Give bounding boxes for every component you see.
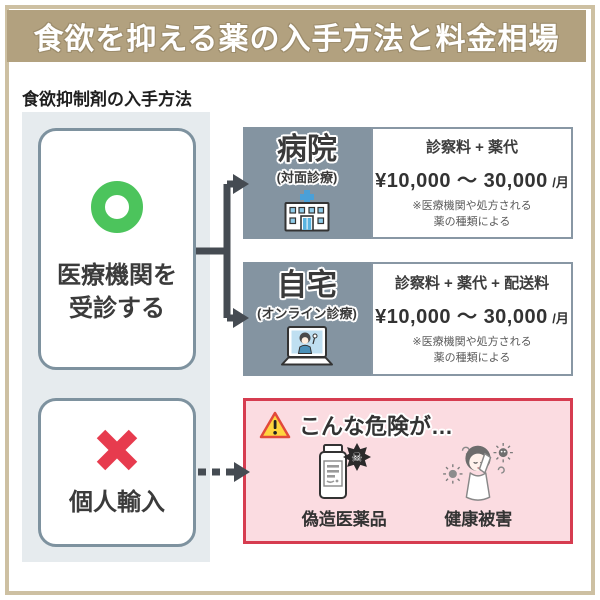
method-import-label: 個人輸入: [69, 488, 165, 516]
home-fee-items: 診察料 + 薬代 + 配送料: [394, 275, 550, 293]
hospital-icon: [284, 189, 330, 232]
hospital-price-note: ※医療機関や処方される 薬の種類による: [412, 199, 531, 230]
option-hospital-box: 病院 (対面診療): [243, 127, 371, 239]
hospital-fee-items: 診察料 + 薬代: [425, 139, 519, 157]
option-hospital-sub: (対面診療): [276, 169, 338, 185]
danger-items: ☠ 偽造医薬品: [246, 441, 570, 530]
method-visit-label-line1: 医療機関を: [57, 262, 177, 289]
dizzy-person-health-damage-icon: [442, 441, 514, 503]
home-price: ¥10,000 〜 30,000: [375, 306, 548, 329]
danger-title: こんな危険が…: [299, 414, 454, 439]
option-hospital-name: 病院: [277, 133, 337, 167]
home-price-line: ¥10,000 〜 30,000 /月: [375, 300, 569, 329]
option-home-price-box: 診察料 + 薬代 + 配送料 ¥10,000 〜 30,000 /月 ※医療機関…: [371, 262, 573, 376]
hospital-note-line1: ※医療機関や処方される: [412, 200, 532, 213]
danger-box: こんな危険が… ☠ 偽造医薬品: [243, 398, 573, 544]
danger-item-label: 健康被害: [444, 510, 513, 529]
page-title: 食欲を抑える薬の入手方法と料金相場: [33, 23, 560, 56]
method-visit-label-line2: 受診する: [69, 295, 165, 323]
ok-circle-icon: [91, 181, 143, 233]
danger-item-counterfeit: ☠ 偽造医薬品: [302, 441, 387, 530]
method-card-label: 医療機関を 受診する: [57, 259, 177, 325]
danger-item-health: 健康被害: [442, 441, 514, 530]
svg-text:☠: ☠: [351, 450, 363, 465]
home-price-unit: /月: [552, 311, 569, 327]
ng-cross-icon: [93, 426, 141, 474]
hospital-price-line: ¥10,000 〜 30,000 /月: [375, 164, 569, 193]
title-banner: 食欲を抑える薬の入手方法と料金相場: [7, 10, 586, 62]
counterfeit-medicine-bottle-icon: ☠: [315, 441, 373, 503]
warning-triangle-icon: [259, 411, 291, 440]
option-home-name: 自宅: [277, 269, 337, 303]
method-card-personal-import: 個人輸入: [38, 398, 196, 547]
option-hospital-price-box: 診察料 + 薬代 ¥10,000 〜 30,000 /月 ※医療機関や処方される…: [371, 127, 573, 239]
home-price-note: ※医療機関や処方される 薬の種類による: [412, 335, 531, 366]
method-card-visit-clinic: 医療機関を 受診する: [38, 128, 196, 370]
option-home-box: 自宅 (オンライン診療): [243, 262, 371, 376]
home-note-line1: ※医療機関や処方される: [412, 336, 532, 349]
home-note-line2: 薬の種類による: [433, 351, 511, 364]
section-label: 食欲抑制剤の入手方法: [22, 90, 192, 109]
hospital-price: ¥10,000 〜 30,000: [375, 170, 548, 193]
online-consultation-laptop-icon: [279, 325, 335, 368]
danger-item-label: 偽造医薬品: [301, 510, 387, 529]
danger-header: こんな危険が…: [259, 409, 453, 441]
hospital-note-line2: 薬の種類による: [433, 215, 511, 228]
hospital-price-unit: /月: [552, 175, 569, 191]
option-home-sub: (オンライン診療): [257, 305, 357, 321]
